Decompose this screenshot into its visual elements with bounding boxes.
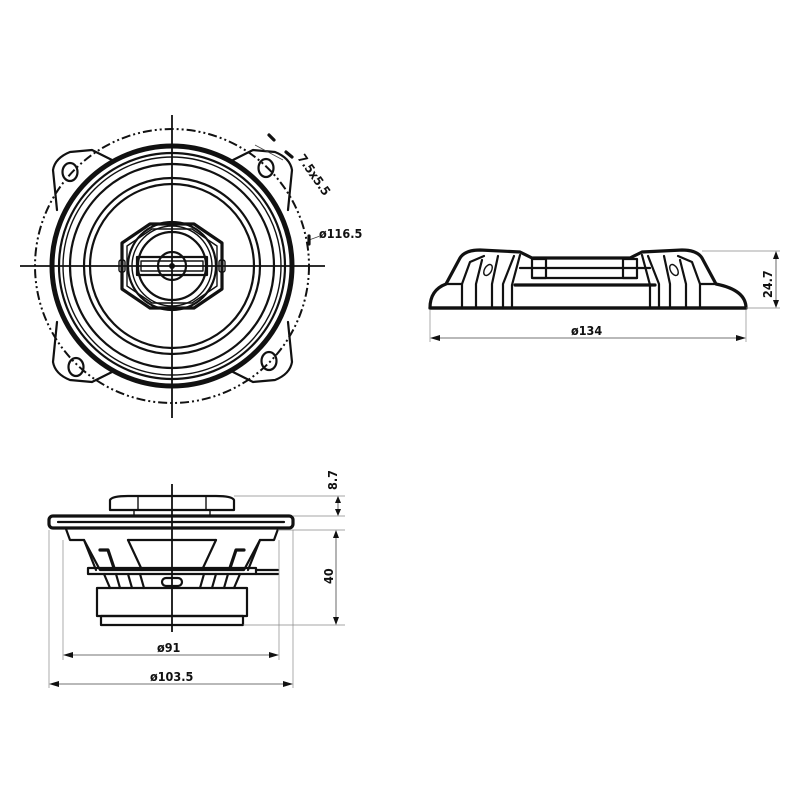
mounting-hole-icon: [61, 161, 79, 183]
bolt-circle-diameter-label: ø116.5: [319, 226, 362, 241]
flange-diameter-label: ø103.5: [150, 669, 193, 684]
mounting-hole-icon: [257, 157, 275, 179]
mounting-hole-size-label: 7.5x5.5: [295, 151, 334, 198]
mounting-hole-icon: [260, 350, 278, 372]
cutout-diameter-label: ø91: [157, 640, 181, 655]
tweeter-cap: [108, 494, 236, 512]
flange: [47, 514, 295, 530]
mounting-depth-label: 40: [321, 568, 336, 584]
mounting-tabs: [51, 148, 294, 384]
side-view: 8.7 40 ø91 ø103.5: [47, 470, 345, 688]
height-label: 24.7: [760, 270, 775, 298]
overall-diameter-label: ø134: [571, 323, 602, 338]
top-view: 24.7 ø134: [428, 248, 780, 342]
front-view: 7.5x5.5 ø116.5: [20, 115, 362, 418]
tweeter-protrusion-label: 8.7: [325, 470, 340, 490]
mounting-hole-icon: [67, 356, 85, 378]
